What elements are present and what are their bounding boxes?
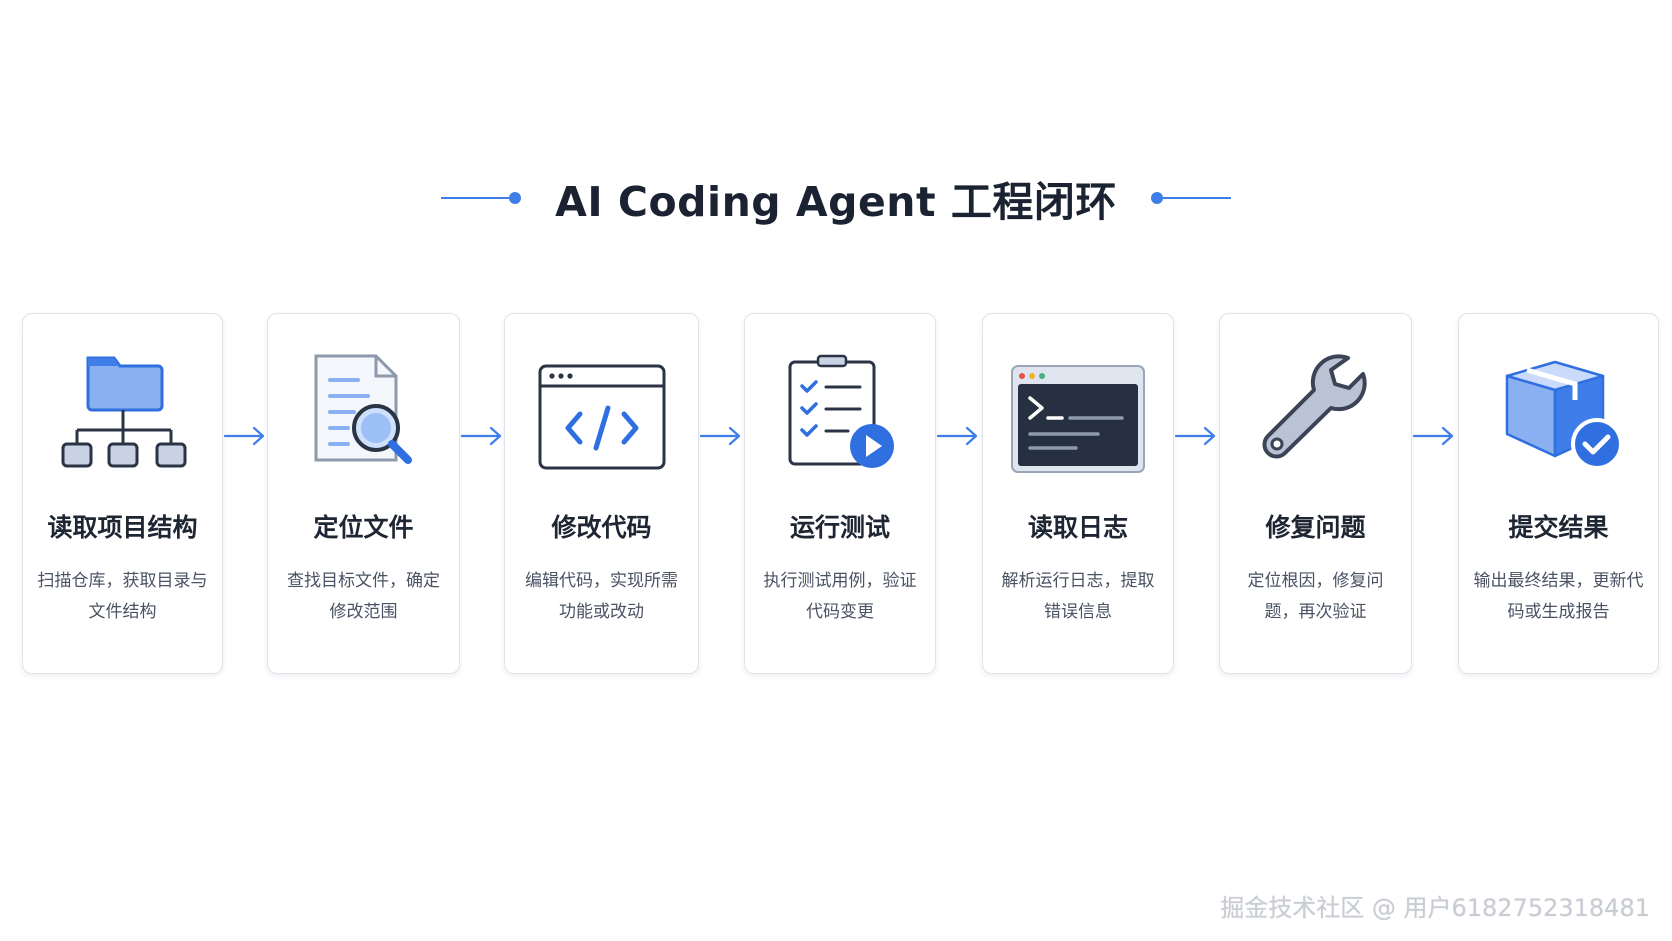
title-row: AI Coding Agent 工程闭环 [0, 168, 1672, 228]
step-title: 修复问题 [1265, 513, 1366, 542]
step-title: 提交结果 [1508, 513, 1609, 542]
flow-arrow-icon [936, 425, 980, 447]
step-description: 解析运行日志，提取错误信息 [1001, 571, 1155, 622]
step-description: 编辑代码，实现所需功能或改动 [525, 571, 678, 622]
step-card-locate-file: 定位文件 查找目标文件，确定修改范围 [267, 313, 460, 674]
flow-arrow-icon [1174, 425, 1218, 447]
step-description: 输出最终结果，更新代码或生成报告 [1473, 571, 1644, 622]
step-title: 修改代码 [551, 513, 652, 542]
step-card-fix-issue: 修复问题 定位根因，修复问题，再次验证 [1219, 313, 1412, 674]
step-card-submit-result: 提交结果 输出最终结果，更新代码或生成报告 [1458, 313, 1659, 674]
folder-tree-icon [53, 346, 193, 486]
step-description: 扫描仓库，获取目录与文件结构 [37, 571, 208, 622]
flow-arrow-icon [1412, 425, 1456, 447]
step-description: 执行测试用例，验证代码变更 [763, 571, 917, 622]
code-window-icon [532, 346, 672, 486]
title-right-decoration [1150, 192, 1231, 204]
step-card-run-tests: 运行测试 执行测试用例，验证代码变更 [744, 313, 936, 674]
page-title: AI Coding Agent 工程闭环 [555, 178, 1117, 226]
step-description: 定位根因，修复问题，再次验证 [1247, 571, 1384, 622]
terminal-icon [1008, 346, 1148, 486]
title-left-decoration [441, 192, 522, 204]
step-card-read-logs: 读取日志 解析运行日志，提取错误信息 [982, 313, 1174, 674]
flow-arrow-icon [699, 425, 743, 447]
flow-arrow-icon [223, 425, 267, 447]
step-title: 读取日志 [1027, 513, 1128, 542]
wrench-icon [1246, 346, 1386, 486]
step-card-modify-code: 修改代码 编辑代码，实现所需功能或改动 [504, 313, 699, 674]
step-card-read-structure: 读取项目结构 扫描仓库，获取目录与文件结构 [22, 313, 223, 674]
step-title: 运行测试 [789, 513, 890, 542]
step-title: 定位文件 [313, 513, 414, 542]
step-description: 查找目标文件，确定修改范围 [287, 571, 440, 622]
document-search-icon [294, 346, 434, 486]
step-title: 读取项目结构 [47, 513, 198, 542]
checklist-play-icon [770, 346, 910, 486]
package-check-icon [1489, 346, 1629, 486]
watermark: 掘金技术社区 @ 用户6182752318481 [1220, 894, 1650, 922]
flow-arrow-icon [460, 425, 504, 447]
